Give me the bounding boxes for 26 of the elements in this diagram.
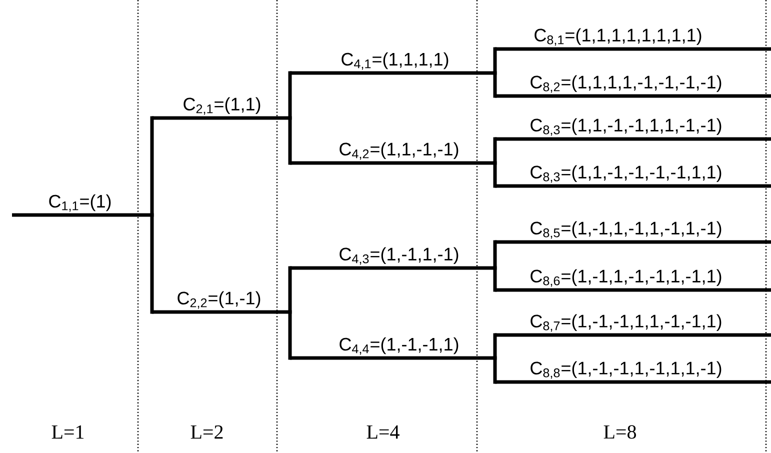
tree-connector <box>493 161 497 188</box>
tree-connector <box>288 310 292 360</box>
code-branch: C$_{8,5}$=(1,-1,1,-1,1,-1,1,-1) <box>495 221 771 244</box>
code-branch: C$_{8,3}$=(1,1,-1,-1,-1,-1,1,1) <box>495 165 771 188</box>
code-branch: C$_{8,3}$=(1,1,-1,-1,1,1,-1,-1) <box>495 118 771 141</box>
level-label: L=8 <box>604 425 636 439</box>
level-label: L=1 <box>52 425 84 439</box>
tree-connector <box>288 116 292 165</box>
code-branch: C$_{4,4}$=(1,-1,-1,1) <box>290 337 495 360</box>
level-label: L=4 <box>366 425 400 439</box>
code-branch: C$_{2,2}$=(1,-1) <box>152 291 290 314</box>
tree-connector <box>150 213 154 314</box>
code-branch: C$_{8,2}$=(1,1,1,1,-1,-1,-1,-1) <box>495 75 771 98</box>
code-branch: C$_{4,2}$=(1,1,-1,-1) <box>290 142 495 165</box>
tree-connector <box>493 266 497 292</box>
code-branch: C$_{8,7}$=(1,-1,-1,1,1,-1,-1,1) <box>495 314 771 337</box>
code-branch: C$_{8,1}$=(1,1,1,1,1,1,1,1) <box>495 28 771 51</box>
tree-connector <box>493 71 497 98</box>
level-label: L=2 <box>190 425 223 439</box>
code-branch: C$_{1,1}$=(1) <box>12 194 152 217</box>
code-branch: C$_{4,3}$=(1,-1,1,-1) <box>290 247 495 270</box>
code-branch: C$_{2,1}$=(1,1) <box>152 97 290 120</box>
code-branch: C$_{8,6}$=(1,-1,1,-1,-1,1,-1,1) <box>495 269 771 292</box>
code-branch: C$_{4,1}$=(1,1,1,1) <box>290 52 495 75</box>
tree-connector <box>493 356 497 384</box>
code-branch: C$_{8,8}$=(1,-1,-1,1,-1,1,1,-1) <box>495 361 771 384</box>
